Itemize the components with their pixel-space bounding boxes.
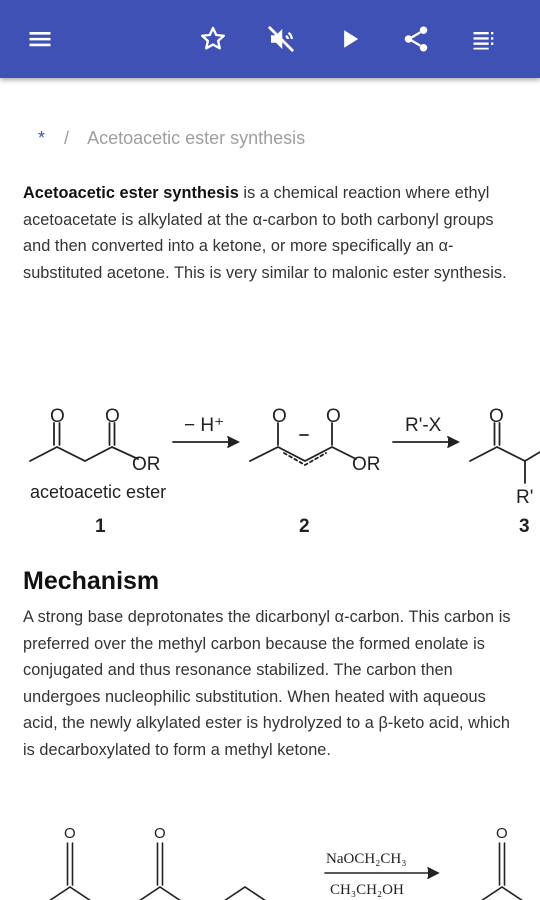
star-icon <box>200 26 226 50</box>
o-label: O <box>496 825 508 842</box>
play-button[interactable] <box>330 19 370 59</box>
o-label: O <box>105 406 120 427</box>
breadcrumb-separator: / <box>64 128 70 148</box>
figure-caption-acetoacetic-ester: acetoacetic ester <box>30 482 166 502</box>
intro-bold-term: Acetoacetic ester synthesis <box>23 184 239 202</box>
r-prime-label: R' <box>516 487 533 508</box>
reagent-deprotonation: − H⁺ <box>184 415 224 436</box>
o-label: O <box>50 406 65 427</box>
o-label: O <box>326 406 341 427</box>
compound-number-1: 1 <box>95 516 106 537</box>
or-label: OR <box>352 454 381 475</box>
mute-button[interactable] <box>261 19 301 59</box>
breadcrumb-current: Acetoacetic ester synthesis <box>87 128 306 148</box>
intro-paragraph: Acetoacetic ester synthesis is a chemica… <box>23 180 519 286</box>
or-label: OR <box>132 454 161 475</box>
share-icon <box>404 26 428 52</box>
contents-button[interactable] <box>464 19 504 59</box>
app-bar <box>0 0 540 78</box>
menu-icon <box>29 32 51 47</box>
breadcrumb: * / Acetoacetic ester synthesis <box>38 128 305 149</box>
reagent-base: NaOCH₂CH₃ <box>326 851 406 867</box>
play-icon <box>344 30 359 48</box>
reaction-diagram-2: O O O NaOCH₂CH₃ CH₃CH₂OH <box>49 825 523 900</box>
volume-off-icon <box>268 26 294 52</box>
o-label: O <box>272 406 287 427</box>
mechanism-paragraph: A strong base deprotonates the dicarbony… <box>23 608 511 759</box>
reagent-solvent: CH₃CH₂OH <box>330 882 404 898</box>
menu-button[interactable] <box>20 19 60 59</box>
compound-number-3: 3 <box>519 516 530 537</box>
breadcrumb-home[interactable]: * <box>38 128 46 148</box>
o-label: O <box>489 406 504 427</box>
reagent-alkyl-halide: R'-X <box>405 415 442 436</box>
toc-icon <box>473 32 494 50</box>
o-label: O <box>64 825 76 842</box>
section-heading-mechanism: Mechanism <box>23 567 160 595</box>
intro-text: is a chemical reaction where ethyl aceto… <box>23 184 507 282</box>
share-button[interactable] <box>396 19 436 59</box>
bookmark-button[interactable] <box>193 19 233 59</box>
reaction-diagram-1: O O OR − H⁺ O O OR R'-X O R' acetoacetic… <box>29 406 540 537</box>
o-label: O <box>154 825 166 842</box>
compound-number-2: 2 <box>299 516 310 537</box>
